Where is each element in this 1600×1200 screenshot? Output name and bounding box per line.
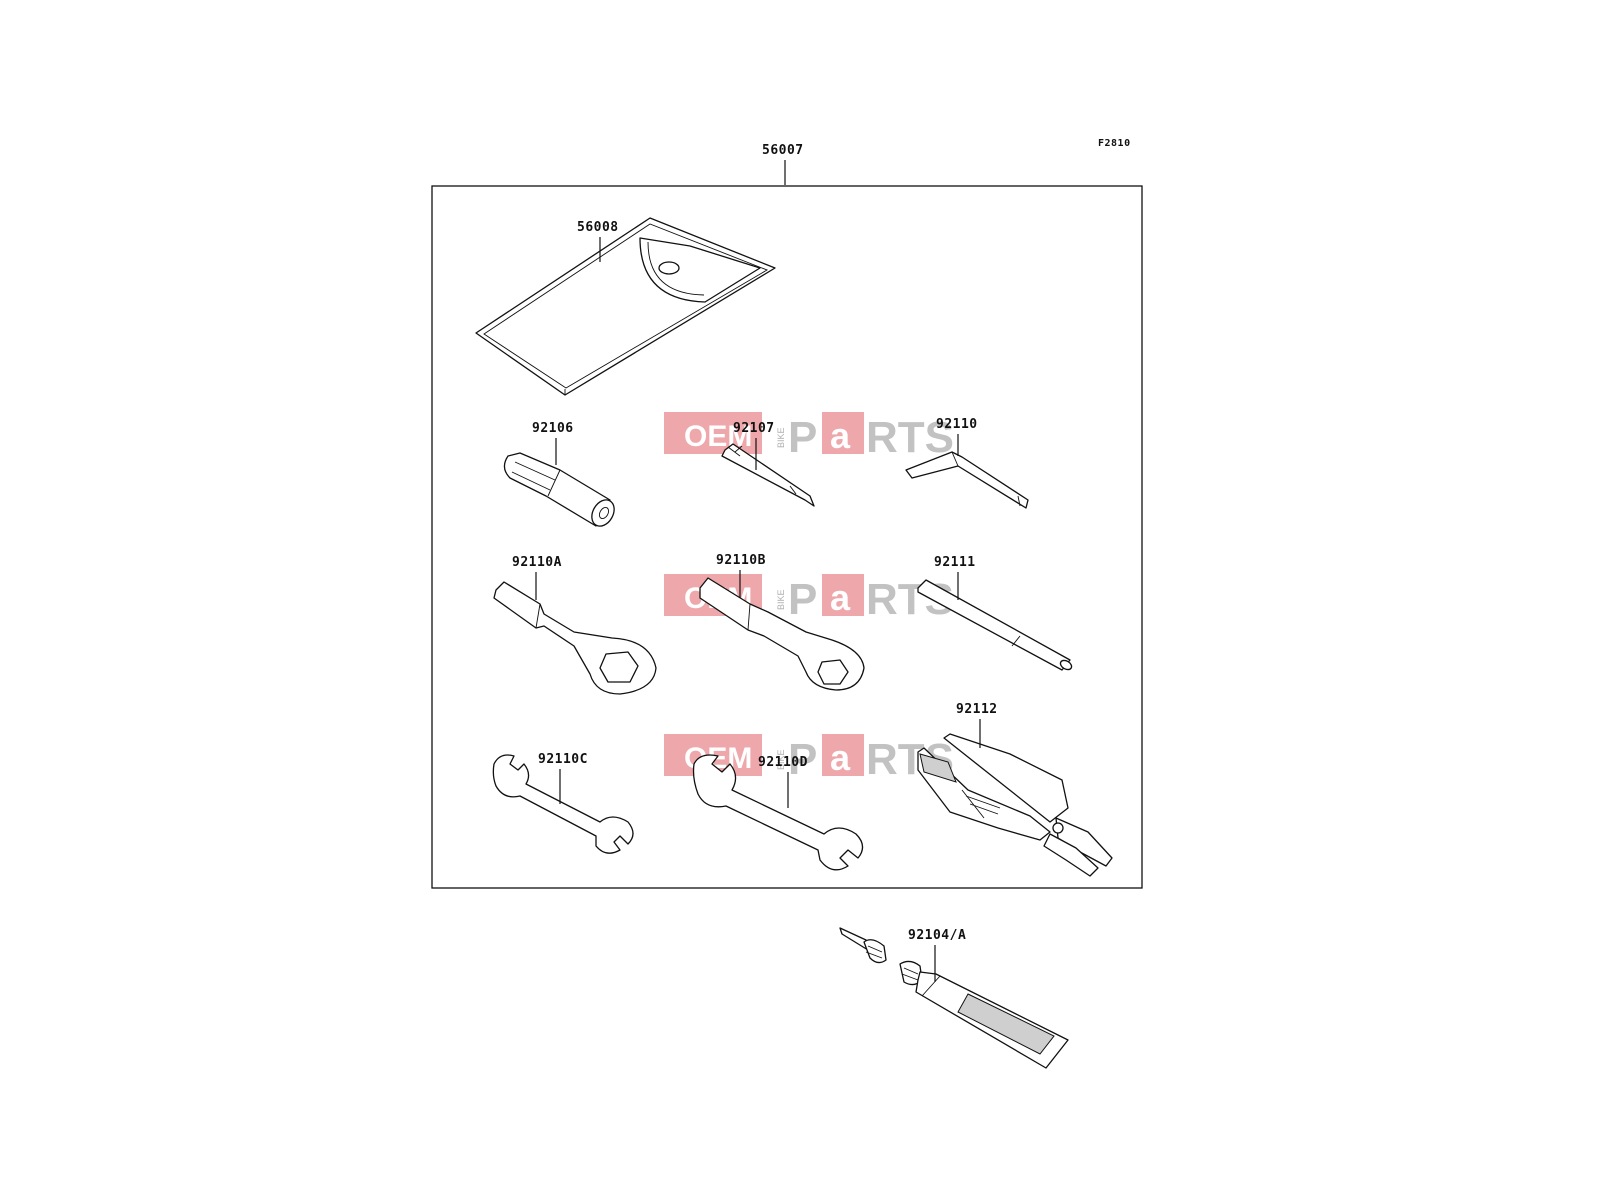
tool-kit-frame — [431, 185, 1143, 889]
label-56007[interactable]: 56007 — [762, 143, 804, 158]
figure-ref: F2810 — [1098, 138, 1131, 149]
label-92104-A[interactable]: 92104/A — [908, 928, 966, 943]
tool-bag-icon — [475, 217, 776, 396]
label-56008[interactable]: 56008 — [577, 220, 619, 235]
watermark-row-3: OEM BIKE P a RTS — [664, 734, 954, 784]
label-92106[interactable]: 92106 — [532, 421, 574, 436]
svg-text:OEM: OEM — [684, 420, 752, 453]
label-92107[interactable]: 92107 — [733, 421, 775, 436]
svg-text:a: a — [830, 415, 851, 456]
box-wrench-b-icon — [699, 577, 865, 691]
svg-text:a: a — [830, 577, 851, 618]
driver-handle-icon — [503, 452, 615, 527]
open-wrench-c-icon — [492, 754, 634, 854]
driver-bit-icon — [721, 443, 815, 507]
watermark-row-1: OEM BIKE P a RTS — [664, 412, 954, 462]
tommy-bar-icon — [917, 579, 1073, 671]
svg-text:P: P — [788, 575, 817, 624]
svg-text:P: P — [788, 735, 817, 784]
label-92110C[interactable]: 92110C — [538, 752, 588, 767]
label-92110B[interactable]: 92110B — [716, 553, 766, 568]
svg-text:a: a — [830, 737, 851, 778]
svg-text:RTS: RTS — [866, 413, 954, 462]
svg-text:BIKE: BIKE — [776, 427, 786, 448]
repair-tube-icon — [839, 927, 1069, 1069]
open-wrench-d-icon — [692, 754, 864, 871]
svg-text:BIKE: BIKE — [776, 749, 786, 770]
svg-text:BIKE: BIKE — [776, 589, 786, 610]
label-92111[interactable]: 92111 — [934, 555, 976, 570]
hex-key-icon — [905, 451, 1029, 509]
pliers-icon — [917, 733, 1113, 877]
label-92112[interactable]: 92112 — [956, 702, 998, 717]
svg-text:P: P — [788, 413, 817, 462]
label-92110D[interactable]: 92110D — [758, 755, 808, 770]
label-92110A[interactable]: 92110A — [512, 555, 562, 570]
box-wrench-a-icon — [493, 581, 657, 695]
label-92110[interactable]: 92110 — [936, 417, 978, 432]
